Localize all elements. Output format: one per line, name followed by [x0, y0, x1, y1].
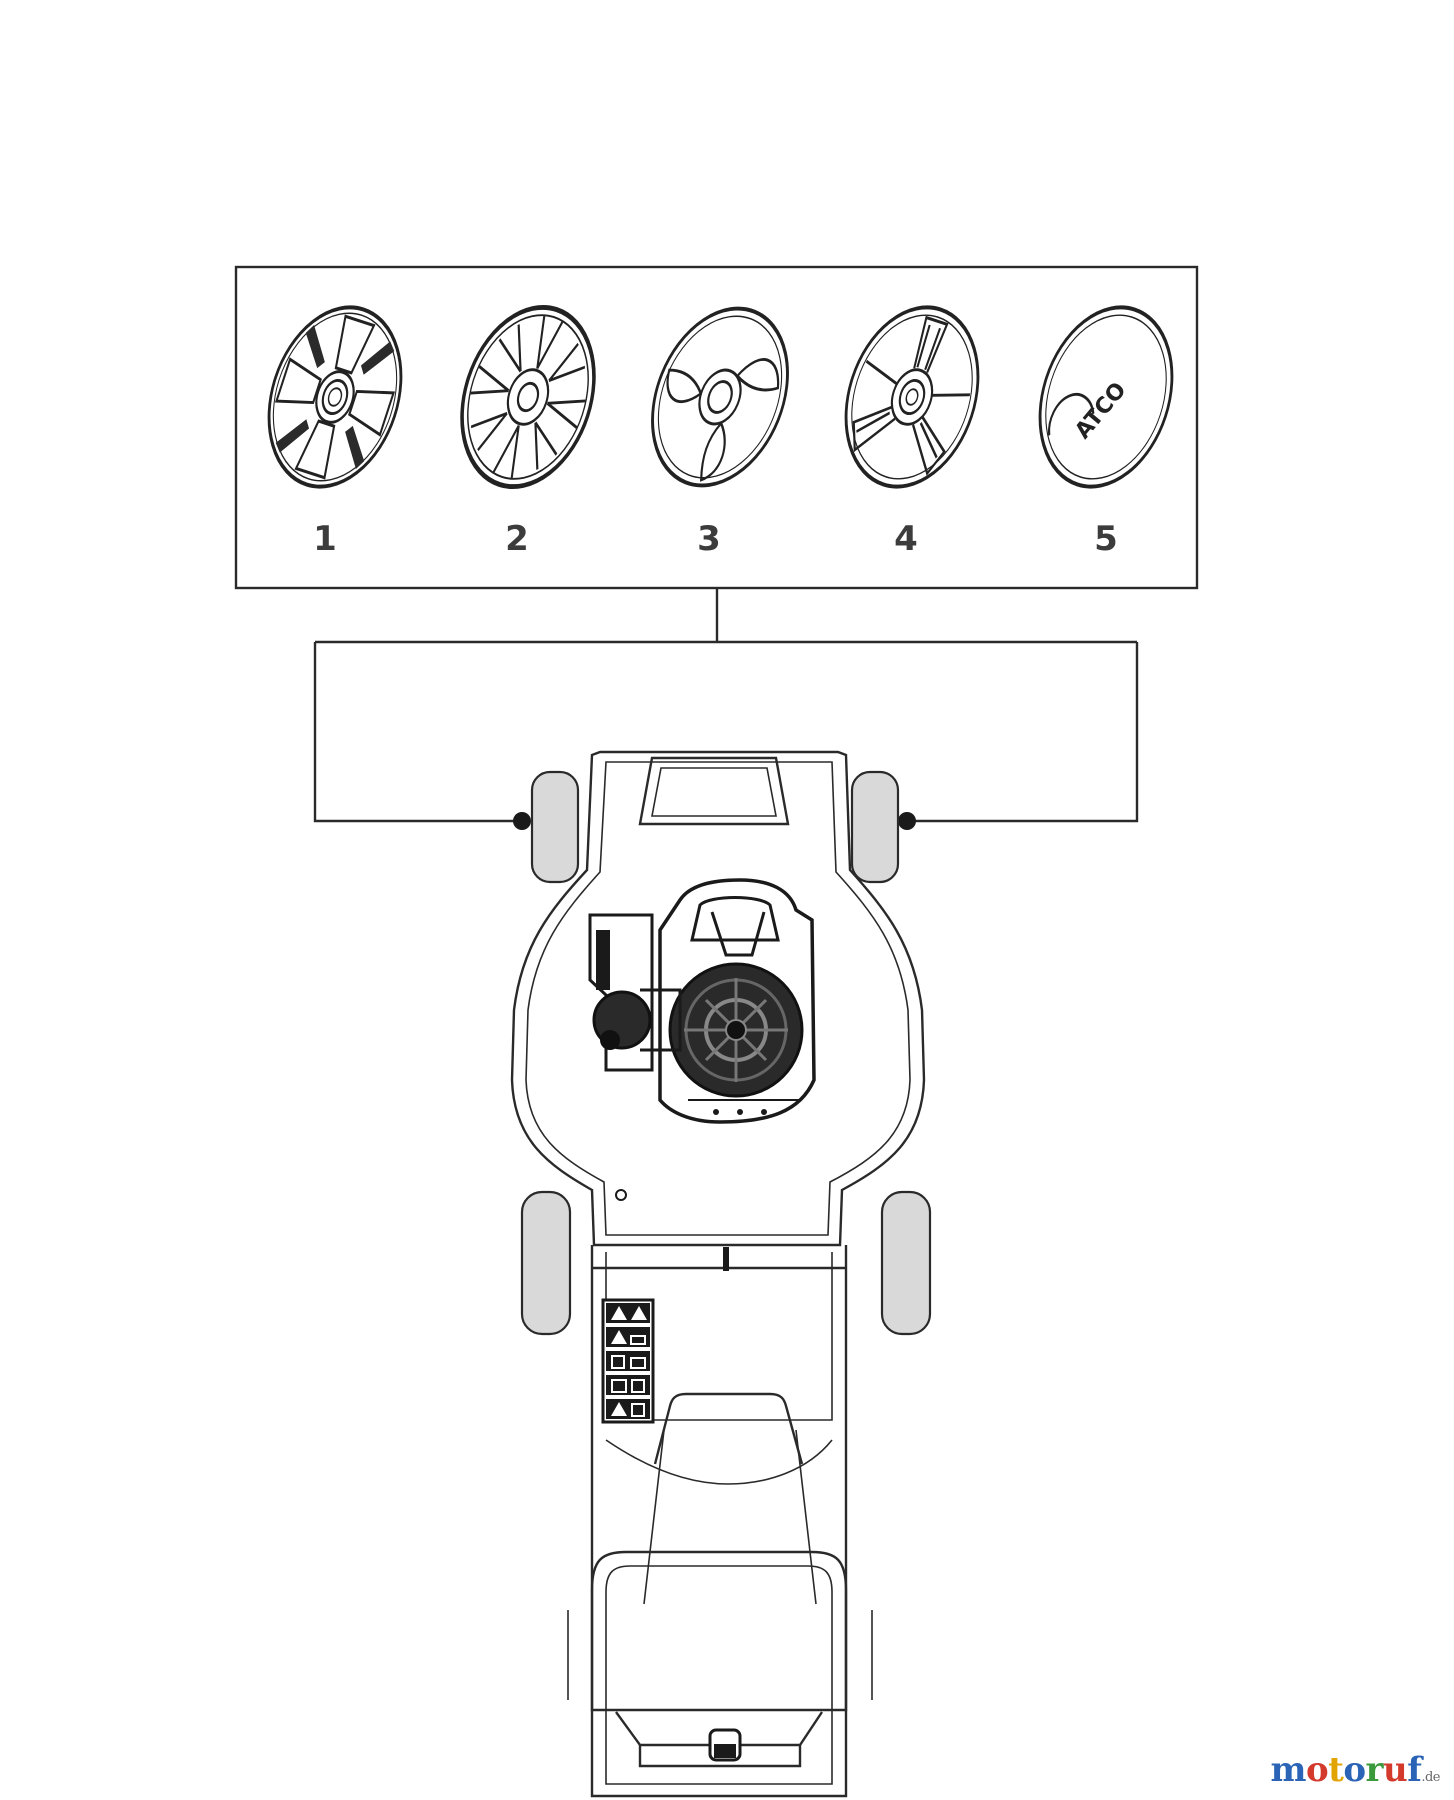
watermark-letter: o: [1343, 1750, 1366, 1790]
watermark-letter: f: [1407, 1750, 1422, 1790]
callout-number: 1: [313, 519, 337, 559]
callout-number: 4: [894, 519, 918, 559]
callout-number: 5: [1094, 519, 1118, 559]
watermark-logo: motoruf.de: [1270, 1750, 1440, 1790]
watermark-letter: r: [1365, 1750, 1384, 1790]
engine: [588, 878, 816, 1124]
front-right-wheel: [850, 770, 900, 884]
lawn-mower-top-view: [510, 750, 932, 1798]
height-adjust-knob: [615, 1189, 627, 1201]
leader-lines: [313, 588, 1139, 830]
attachment-point: [513, 812, 531, 830]
watermark-letter: t: [1328, 1750, 1344, 1790]
watermark-suffix: .de: [1421, 1770, 1440, 1785]
watermark-text: motoruf: [1270, 1750, 1421, 1790]
hubcap-style-3-icon: [651, 306, 789, 488]
watermark-letter: u: [1382, 1750, 1408, 1790]
callout-number: 3: [697, 519, 721, 559]
warning-labels: [601, 1298, 655, 1424]
mower-deck: [510, 750, 926, 1247]
hubcap-style-5-icon: [1038, 305, 1174, 489]
rear-left-wheel: [520, 1190, 572, 1336]
grass-box-lid: [653, 1392, 804, 1465]
rear-deck: [590, 1245, 848, 1712]
watermark-letter: o: [1305, 1750, 1329, 1790]
callout-number: 2: [505, 519, 529, 559]
front-left-wheel: [530, 770, 580, 884]
handle-bar: [590, 1550, 848, 1798]
attachment-point: [898, 812, 916, 830]
rear-right-wheel: [880, 1190, 932, 1336]
hubcap-style-4-icon: [844, 305, 980, 489]
front-vent: [638, 756, 790, 826]
hubcap-style-1-icon: [267, 305, 403, 489]
hubcap-style-2-icon: [460, 304, 596, 490]
watermark-letter: m: [1270, 1750, 1306, 1790]
